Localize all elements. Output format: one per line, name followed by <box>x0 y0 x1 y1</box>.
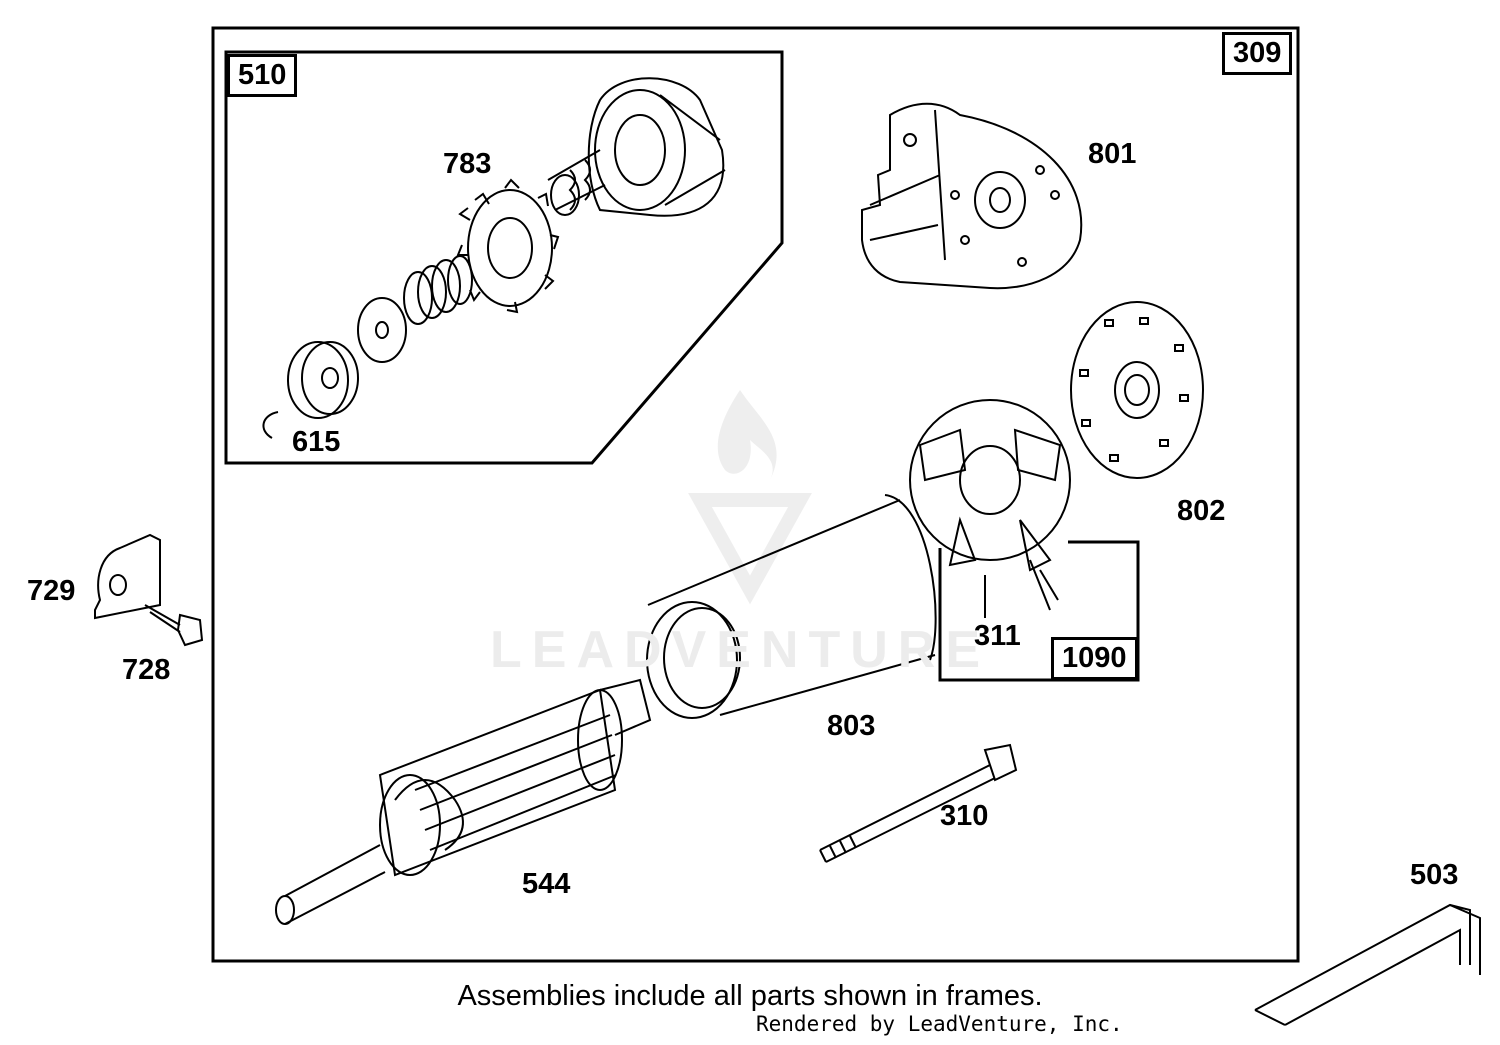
assembly-frame-1090 <box>938 540 1140 682</box>
callout-311: 311 <box>974 620 1021 652</box>
end-cap-part <box>861 102 1083 290</box>
callout-802: 802 <box>1177 495 1226 527</box>
callout-510: 510 <box>227 54 298 97</box>
callout-783: 783 <box>443 148 492 180</box>
spring-part <box>403 255 473 325</box>
callout-310: 310 <box>940 800 989 832</box>
callout-544: 544 <box>522 868 571 900</box>
screw-part <box>144 604 204 647</box>
brush-holder-part <box>909 399 1071 618</box>
callout-503: 503 <box>1410 859 1459 891</box>
strap-part <box>1254 903 1481 1026</box>
callout-728: 728 <box>122 654 171 686</box>
watermark-text: LEADVENTURE <box>490 621 991 679</box>
mounting-bracket-part <box>94 533 161 620</box>
callout-729: 729 <box>27 575 76 607</box>
retaining-ring-part <box>262 411 279 439</box>
pinion-gear-part <box>456 178 560 314</box>
callout-1090: 1090 <box>1051 637 1138 680</box>
callout-309: 309 <box>1222 32 1293 75</box>
leadventure-watermark-icon <box>688 390 812 605</box>
brush-plate-part <box>1070 301 1204 479</box>
stop-collar-part <box>287 341 359 419</box>
assembly-frame-309 <box>211 26 1300 963</box>
callout-615: 615 <box>292 426 341 458</box>
armature-part <box>275 678 652 925</box>
motor-housing-part <box>646 494 937 719</box>
assemblies-caption: Assemblies include all parts shown in fr… <box>457 980 1043 1012</box>
through-bolt-part <box>819 743 1018 863</box>
callout-801: 801 <box>1088 138 1137 170</box>
helix-shaft-part <box>547 149 606 216</box>
callout-803: 803 <box>827 710 876 742</box>
washer-part <box>357 297 407 363</box>
assembly-frame-510 <box>224 50 784 465</box>
drive-housing-part <box>587 77 726 217</box>
rendered-by-credit: Rendered by LeadVenture, Inc. <box>756 1012 1123 1036</box>
